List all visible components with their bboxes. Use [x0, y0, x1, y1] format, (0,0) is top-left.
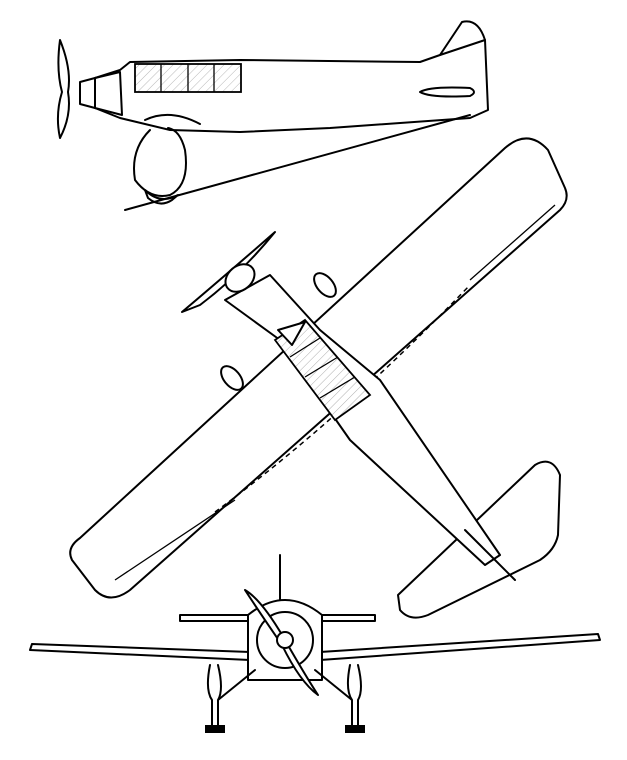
front-wheel-left: [205, 725, 225, 733]
plan-propeller: [181, 231, 276, 313]
plan-spinner: [224, 263, 256, 293]
side-cowling: [94, 71, 123, 116]
side-ground-line: [124, 114, 471, 211]
plan-wheel-pant-left: [220, 365, 244, 391]
side-propeller: [56, 39, 70, 139]
side-view: [56, 20, 489, 211]
front-landing-gear: [206, 664, 362, 726]
side-stabilizer: [419, 86, 475, 98]
front-wheel-right: [345, 725, 365, 733]
front-view: [29, 554, 601, 733]
plan-rudder: [464, 529, 516, 581]
side-fuselage: [94, 20, 489, 133]
plan-wheel-pant-right: [313, 272, 337, 298]
plan-view: [69, 137, 568, 619]
